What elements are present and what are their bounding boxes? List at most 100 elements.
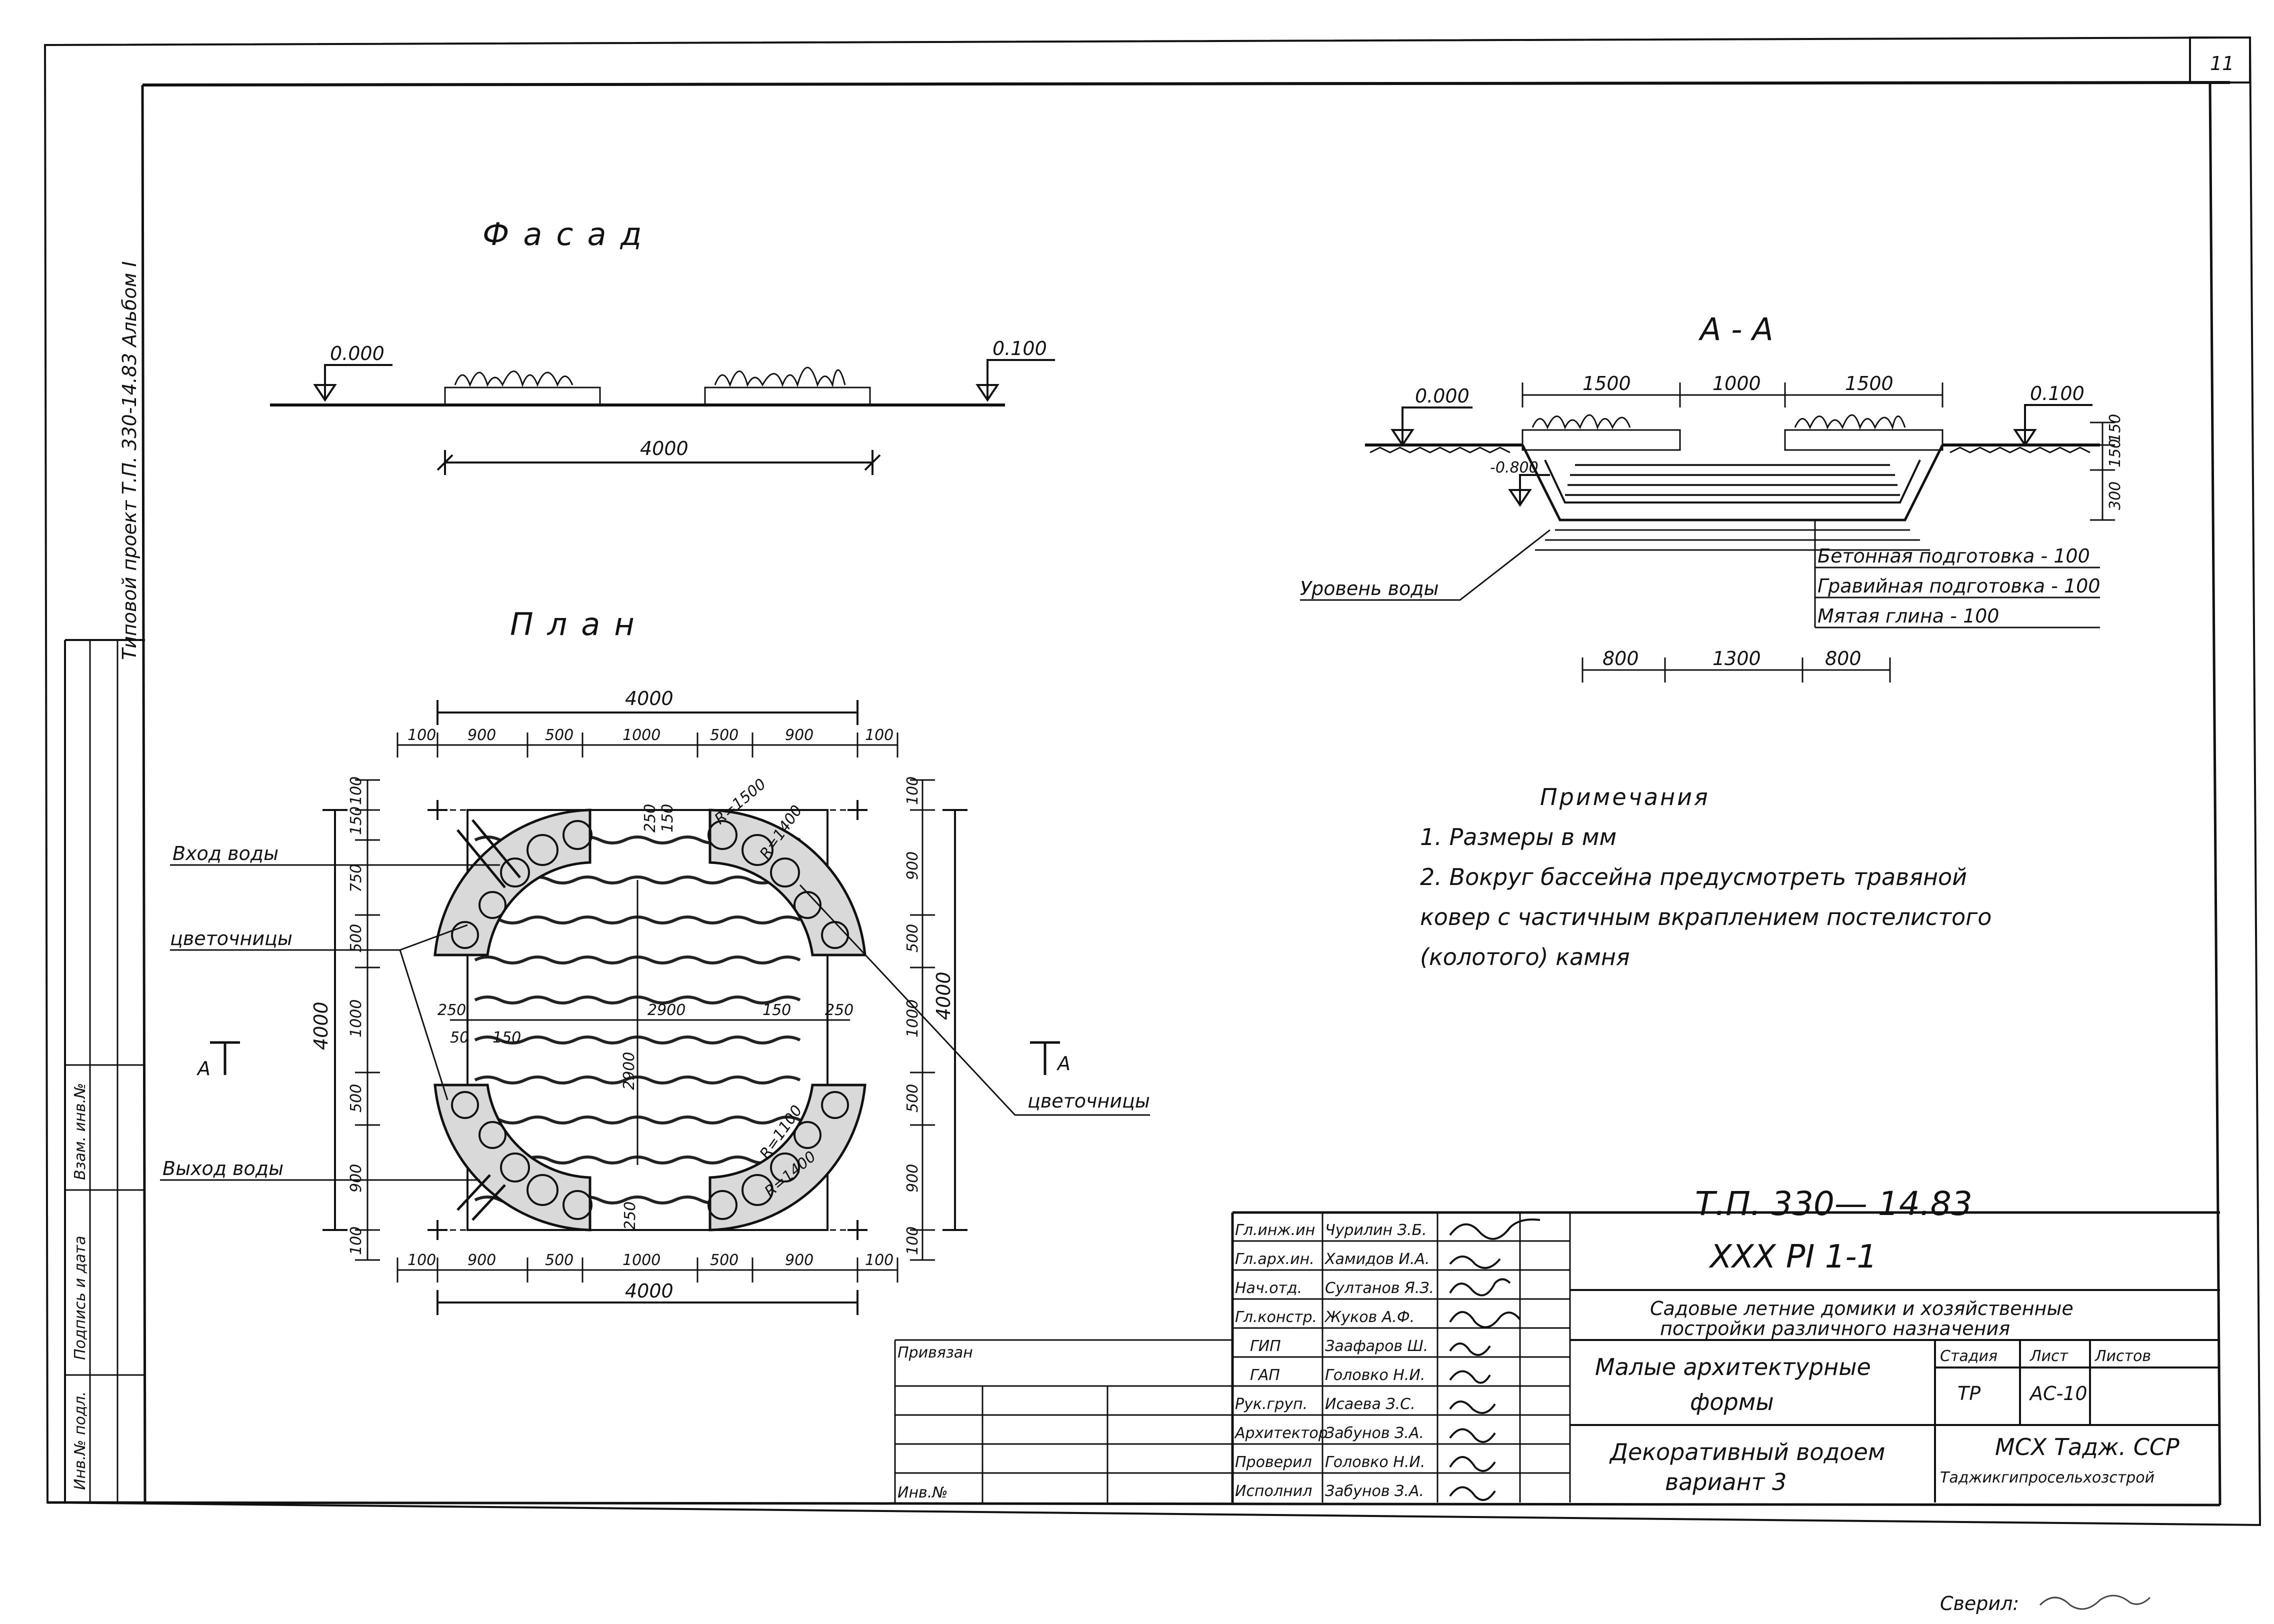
- section-level-left: 0.000: [1415, 385, 1470, 407]
- plan-top-dim-1: 100: [408, 726, 436, 744]
- plan-bottom-total: 4000: [625, 1280, 674, 1302]
- plan-bottom-dim-5: 500: [710, 1252, 738, 1269]
- section-right-dim-1: 150: [2106, 414, 2124, 442]
- section-top-dim-3: 1500: [1845, 372, 1894, 394]
- title-block: Привязан Инв.№ Гл.инж.ин Чурилин З.Б. Гл…: [894, 1211, 2220, 1502]
- sheet-number: 11: [2210, 52, 2234, 74]
- plan-top-dim-3: 500: [545, 726, 574, 744]
- footer-signature: [2039, 1594, 2151, 1610]
- plan-left-dim-4: 500: [348, 924, 365, 952]
- signatures: [1449, 1218, 1540, 1501]
- footer-note: Сверил:: [1940, 1592, 2019, 1614]
- notes-line-3: ковер с частичным вкраплением постелисто…: [1420, 904, 1992, 930]
- section-water-level: Уровень воды: [1300, 578, 1439, 600]
- callout-water-in: Вход воды: [172, 842, 278, 864]
- staff-role-5: ГИП: [1250, 1338, 1281, 1355]
- plan-top-dim-2: 900: [468, 726, 496, 744]
- staff-name-6: Головко Н.И.: [1325, 1366, 1425, 1384]
- tb-sheet-title-2: вариант 3: [1665, 1468, 1786, 1496]
- staff-name-5: Заафаров Ш.: [1325, 1338, 1428, 1355]
- notes-line-2: 2. Вокруг бассейна предусмотреть травяно…: [1420, 864, 1967, 890]
- plan-inner-d250b: 250: [438, 1002, 466, 1019]
- section-bottom-dim-3: 800: [1825, 648, 1862, 670]
- plan-bottom-dim-6: 900: [785, 1252, 814, 1269]
- section-mark-right: А: [1056, 1052, 1070, 1074]
- tb-project-2: постройки различного назначения: [1660, 1318, 2010, 1340]
- staff-name-9: Головко Н.И.: [1325, 1454, 1425, 1471]
- tb-section-name-2: формы: [1690, 1388, 1774, 1416]
- plan-left-dim-3: 750: [348, 864, 365, 892]
- staff-name-3: Султанов Я.З.: [1325, 1280, 1434, 1297]
- callout-flowerbeds-right: цветочницы: [1028, 1090, 1150, 1112]
- plan-top-dim-6: 900: [785, 726, 814, 744]
- plan-inner-d150b: 150: [492, 1029, 521, 1046]
- section-depth-mark: -0.800: [1490, 459, 1538, 476]
- tb-sheet-title-1: Декоративный водоем: [1609, 1438, 1885, 1466]
- section-mark-left: А: [196, 1058, 210, 1080]
- plan-left-dim-5: 1000: [348, 1000, 365, 1038]
- section-bottom-dim-2: 1300: [1712, 648, 1761, 670]
- plan-right-dim-3: 500: [904, 924, 922, 952]
- plan-bottom-dim-4: 1000: [622, 1252, 660, 1269]
- section-level-right: 0.100: [2030, 382, 2084, 404]
- sheet-frame: 11: [44, 36, 2262, 1526]
- side-stamp: Типовой проект Т.П. 330-14.83 Альбом I: [118, 261, 140, 660]
- notes: Примечания 1. Размеры в мм 2. Вокруг бас…: [1420, 784, 1992, 970]
- facade-level-left: 0.000: [330, 342, 384, 364]
- plan-inner-d150a: 150: [659, 804, 676, 832]
- plan-bottom-dim-2: 900: [468, 1252, 496, 1269]
- facade-title: Фасад: [482, 216, 656, 252]
- plan-title: План: [510, 606, 648, 642]
- staff-role-2: Гл.арх.ин.: [1235, 1250, 1314, 1268]
- section-right-dim-2: 150: [2106, 439, 2124, 468]
- side-label-inv-podl: Инв.№ подл.: [72, 1392, 89, 1490]
- plan-inner-d50: 50: [450, 1029, 469, 1046]
- plan-left-total: 4000: [310, 1002, 332, 1050]
- layer-3: Мятая глина - 100: [1818, 605, 2000, 627]
- staff-role-8: Архитектор: [1234, 1424, 1328, 1442]
- notes-title: Примечания: [1540, 784, 1710, 810]
- plan-left-dim-8: 100: [348, 1226, 365, 1255]
- staff-name-7: Исаева З.С.: [1325, 1396, 1416, 1413]
- plan-right-dim-1: 100: [904, 776, 922, 805]
- plan-top-dim-5: 500: [710, 726, 738, 744]
- plan-view: План 4000 100 900 500 1000 500 900 100: [160, 606, 1150, 1315]
- staff-name-2: Хамидов И.А.: [1324, 1250, 1430, 1268]
- plan-right-dim-7: 100: [904, 1226, 922, 1255]
- plan-top-dim-7: 100: [865, 726, 894, 744]
- plan-inner-d150c: 150: [762, 1002, 791, 1019]
- callout-flowerbeds-left: цветочницы: [170, 928, 292, 950]
- section-title: А - А: [1698, 311, 1774, 348]
- tb-stage: ТР: [1958, 1382, 1980, 1404]
- tb-org-1: МСХ Тадж. ССР: [1995, 1434, 2180, 1460]
- staff-name-10: Забунов З.А.: [1325, 1482, 1424, 1500]
- staff-role-9: Проверил: [1235, 1454, 1312, 1471]
- section-top-dim-2: 1000: [1712, 372, 1761, 394]
- privyazan-label: Привязан: [898, 1344, 973, 1362]
- staff-role-10: Исполнил: [1235, 1482, 1312, 1500]
- tb-sheet-header: Лист: [2030, 1348, 2069, 1365]
- plan-inner-d2900b: 2900: [620, 1052, 638, 1090]
- plan-bottom-dim-1: 100: [408, 1252, 436, 1269]
- plan-inner-d250d: 250: [622, 1202, 639, 1230]
- plan-bottom-dim-3: 500: [545, 1252, 574, 1269]
- layer-2: Гравийная подготовка - 100: [1818, 575, 2100, 597]
- plan-inner-d250a: 250: [642, 804, 659, 832]
- section-view: А - А 1500 1000 1500 0.000 0.100 -0.800 …: [1300, 311, 2124, 682]
- plan-bottom-dim-7: 100: [865, 1252, 894, 1269]
- inv-no-label: Инв.№: [898, 1484, 948, 1502]
- plan-left-dim-2: 150: [348, 806, 365, 835]
- side-label-vzam: Взам. инв.№: [72, 1083, 89, 1180]
- staff-name-8: Забунов З.А.: [1325, 1424, 1424, 1442]
- tb-stage-header: Стадия: [1940, 1348, 1998, 1365]
- staff-role-6: ГАП: [1250, 1366, 1280, 1384]
- plan-left-dim-7: 900: [348, 1164, 365, 1192]
- staff-role-3: Нач.отд.: [1235, 1280, 1302, 1297]
- staff-role-1: Гл.инж.ин: [1235, 1222, 1315, 1239]
- section-right-dim-3: 300: [2106, 482, 2124, 510]
- doc-code: Т.П. 330— 14.83: [1695, 1184, 1972, 1223]
- staff-role-4: Гл.констр.: [1235, 1308, 1317, 1326]
- plan-right-total: 4000: [932, 972, 954, 1020]
- plan-right-dim-6: 900: [904, 1164, 922, 1192]
